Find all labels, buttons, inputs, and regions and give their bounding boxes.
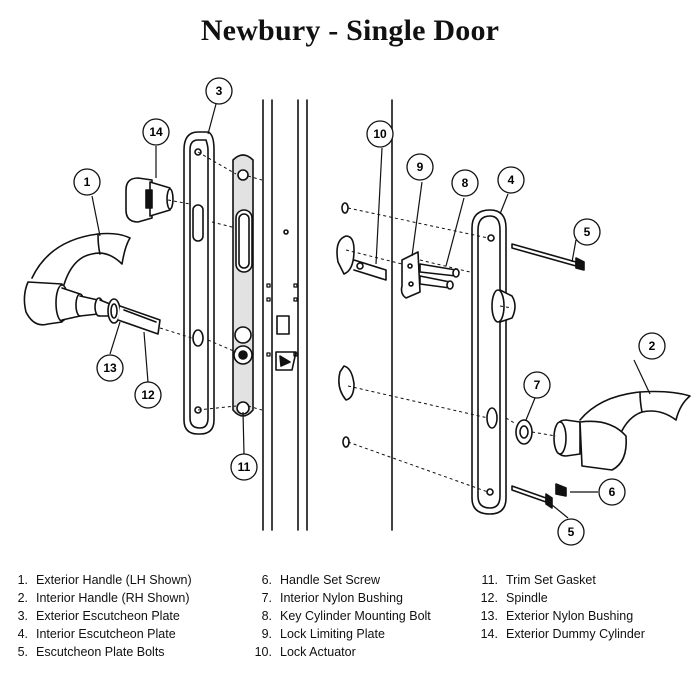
callout-1: 1 (73, 168, 101, 196)
exterior-dummy-cylinder (125, 177, 174, 223)
exterior-handle (23, 232, 161, 335)
svg-text:12: 12 (141, 388, 155, 402)
callout-3: 3 (205, 77, 233, 105)
legend-item: 7.Interior Nylon Bushing (261, 591, 403, 605)
legend-item: 11.Trim Set Gasket (481, 573, 596, 587)
svg-text:5: 5 (584, 225, 591, 239)
svg-text:3: 3 (216, 84, 223, 98)
svg-text:7: 7 (534, 378, 541, 392)
legend-item: 13.Exterior Nylon Bushing (480, 609, 634, 623)
legend-item: 12.Spindle (480, 591, 548, 605)
legend-item: 1.Exterior Handle (LH Shown) (17, 573, 192, 587)
svg-text:8: 8 (462, 176, 469, 190)
callout-11: 11 (230, 453, 258, 481)
svg-text:2: 2 (649, 339, 656, 353)
callout-6: 6 (598, 478, 626, 506)
callout-2: 2 (638, 332, 666, 360)
legend-item: 3.Exterior Escutcheon Plate (17, 609, 180, 623)
key-cylinder-mounting-bolts (419, 263, 460, 290)
interior-handle (553, 390, 691, 471)
escutcheon-plate-bolts (511, 243, 585, 509)
svg-text:9: 9 (417, 160, 424, 174)
legend-item: 9.Lock Limiting Plate (261, 627, 385, 641)
callout-4: 4 (497, 166, 525, 194)
lock-actuator (336, 235, 387, 281)
legend-item: 14.Exterior Dummy Cylinder (480, 627, 645, 641)
parts-legend-column-1: 1.Exterior Handle (LH Shown) 2.Interior … (4, 571, 192, 661)
legend-item: 8.Key Cylinder Mounting Bolt (261, 609, 431, 623)
callout-markers: 1 2 3 4 5 6 7 8 9 10 11 12 13 14 5 (73, 77, 666, 546)
legend-item: 2.Interior Handle (RH Shown) (17, 591, 190, 605)
handle-set-screw (555, 483, 567, 497)
callout-14: 14 (142, 118, 170, 146)
svg-text:6: 6 (609, 485, 616, 499)
svg-text:1: 1 (84, 175, 91, 189)
lock-limiting-plate (400, 251, 421, 299)
callout-12: 12 (134, 381, 162, 409)
mortise-lock-body (232, 154, 254, 417)
callout-5-top: 5 (573, 218, 601, 246)
callout-8: 8 (451, 169, 479, 197)
svg-text:5: 5 (568, 525, 575, 539)
legend-item: 6.Handle Set Screw (261, 573, 381, 587)
parts-legend-column-2: 6.Handle Set Screw 7.Interior Nylon Bush… (240, 571, 431, 661)
svg-text:4: 4 (508, 173, 515, 187)
parts-legend-column-3: 11.Trim Set Gasket 12.Spindle 13.Exterio… (466, 571, 645, 643)
exterior-escutcheon-plate (183, 131, 215, 435)
interior-escutcheon-plate (471, 209, 516, 515)
exploded-view-diagram: 1 2 3 4 5 6 7 8 9 10 11 12 13 14 5 (23, 77, 691, 546)
callout-13: 13 (96, 354, 124, 382)
svg-text:14: 14 (149, 125, 163, 139)
legend-item: 5.Escutcheon Plate Bolts (17, 645, 165, 659)
legend-item: 4.Interior Escutcheon Plate (17, 627, 176, 641)
callout-7: 7 (523, 371, 551, 399)
diagram-title: Newbury - Single Door (200, 14, 500, 47)
callout-10: 10 (366, 120, 394, 148)
interior-nylon-bushing (515, 419, 533, 445)
svg-text:11: 11 (238, 460, 251, 474)
legend-item: 10.Lock Actuator (254, 645, 356, 659)
svg-text:10: 10 (373, 127, 387, 141)
callout-5-bottom: 5 (557, 518, 585, 546)
svg-text:13: 13 (103, 361, 117, 375)
callout-9: 9 (406, 153, 434, 181)
door-edge (262, 99, 308, 531)
